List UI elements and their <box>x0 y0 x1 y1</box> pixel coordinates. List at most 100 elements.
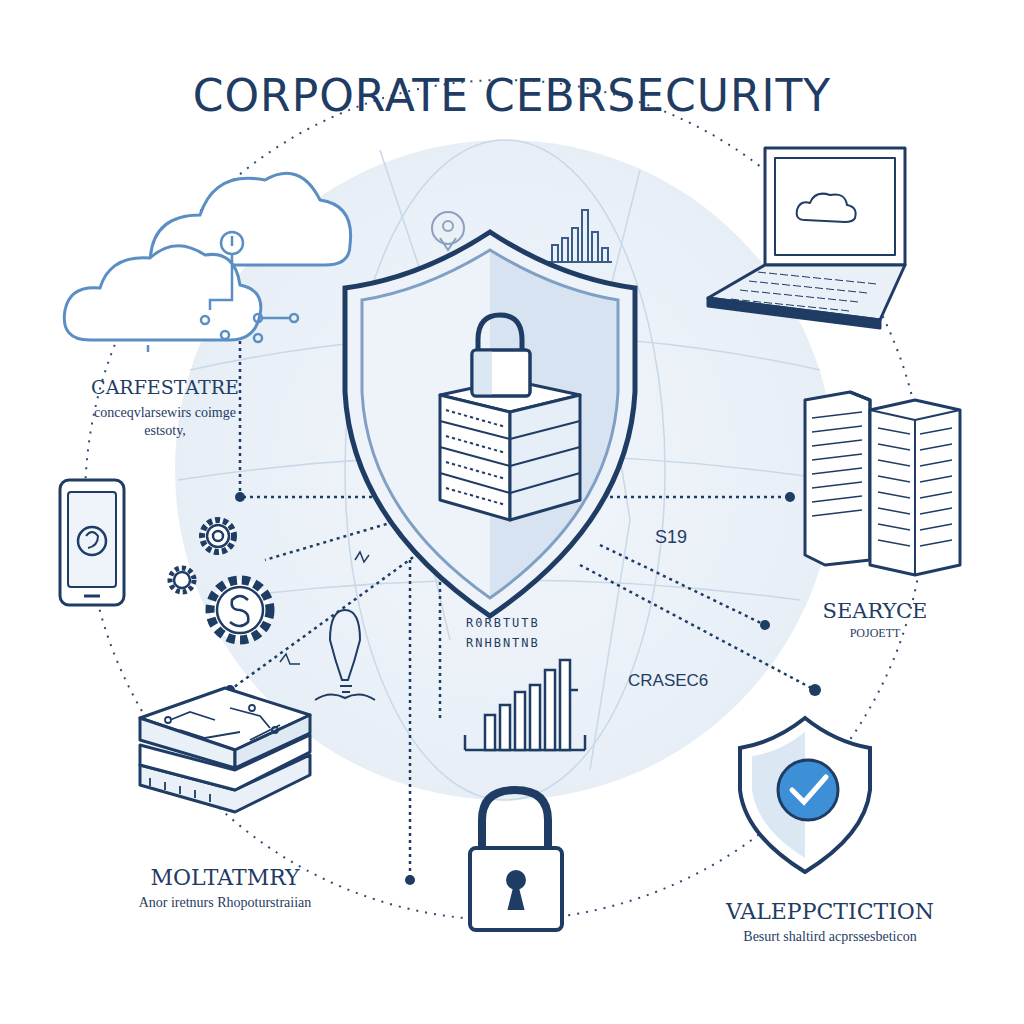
detail-stroke <box>751 291 759 292</box>
detail-stroke <box>510 473 580 493</box>
detail-stroke <box>494 424 497 425</box>
detail-stroke <box>777 314 785 315</box>
detail-stroke <box>808 307 816 308</box>
link-lines <box>230 320 815 880</box>
detail-stroke <box>488 448 491 449</box>
detail-stroke <box>764 302 772 303</box>
detail-stroke <box>482 498 485 499</box>
tiny-text: R0RBTUTB <box>466 616 586 631</box>
laptop-keys <box>722 272 876 320</box>
detail-stroke <box>470 443 473 444</box>
detail-stroke <box>740 290 748 291</box>
detail-stroke <box>878 460 910 466</box>
callout-number: S19 <box>655 526 705 549</box>
detail-stroke <box>799 316 807 317</box>
section-heading: MOLTATMRY <box>110 864 340 892</box>
detail-stroke <box>452 438 455 439</box>
detail-stroke <box>464 493 467 494</box>
detail-stroke <box>788 315 796 316</box>
detail-stroke <box>813 278 821 279</box>
detail-stroke <box>817 298 825 299</box>
detail-stroke <box>464 467 467 468</box>
tiny-text: RNHBNTNB <box>466 636 586 651</box>
detail-stroke <box>920 492 952 498</box>
board-traces <box>0 700 280 802</box>
detail-stroke <box>464 415 467 416</box>
detail-stroke <box>920 428 952 434</box>
detail-stroke <box>812 510 862 516</box>
detail-stroke <box>920 444 952 450</box>
detail-stroke <box>470 495 473 496</box>
section-heading: SEARYCE <box>780 598 970 624</box>
cloud-icon <box>64 173 350 340</box>
detail-stroke <box>470 469 473 470</box>
detail-stroke <box>476 419 479 420</box>
detail-stroke <box>458 465 461 466</box>
detail-stroke <box>500 477 503 478</box>
detail-stroke <box>830 309 838 310</box>
pin-icon <box>432 212 464 250</box>
detail-stroke <box>806 297 814 298</box>
bar-chart <box>465 660 585 750</box>
detail-stroke <box>742 300 750 301</box>
cloud-power <box>148 232 298 352</box>
detail-stroke <box>769 273 777 274</box>
title: CORPORATE CEBRSECURITY <box>112 68 912 123</box>
detail-stroke <box>828 299 836 300</box>
detail-stroke <box>749 281 757 282</box>
section-heading: VALEPPCTICTION <box>700 898 960 926</box>
detail-stroke <box>446 410 449 411</box>
detail-stroke <box>446 436 449 437</box>
detail-stroke <box>446 488 449 489</box>
detail-stroke <box>812 468 862 474</box>
laptop-icon <box>708 148 905 328</box>
detail-stroke <box>821 318 829 319</box>
server-slots <box>812 412 952 546</box>
padlock-icon <box>470 790 562 930</box>
detail-stroke <box>755 311 763 312</box>
detail-stroke <box>826 289 834 290</box>
detail-stroke <box>500 425 503 426</box>
detail-stroke <box>446 462 449 463</box>
detail-stroke <box>440 447 510 466</box>
top-chart <box>545 210 612 262</box>
detail-stroke <box>802 276 810 277</box>
detail-stroke <box>782 284 790 285</box>
detail-stroke <box>839 300 847 301</box>
detail-stroke <box>920 540 952 546</box>
detail-stroke <box>500 503 503 504</box>
circuit-board <box>140 688 310 812</box>
detail-stroke <box>878 492 910 498</box>
detail-stroke <box>859 292 867 293</box>
bulb-icon <box>315 610 375 700</box>
detail-stroke <box>878 508 910 514</box>
detail-stroke <box>850 301 858 302</box>
detail-stroke <box>482 420 485 421</box>
detail-stroke <box>848 291 856 292</box>
detail-stroke <box>878 476 910 482</box>
detail-stroke <box>878 540 910 546</box>
detail-stroke <box>771 283 779 284</box>
check-shield <box>740 718 870 872</box>
detail-stroke <box>795 296 803 297</box>
detail-stroke <box>868 283 876 284</box>
detail-stroke <box>819 308 827 309</box>
detail-stroke <box>812 440 862 446</box>
detail-stroke <box>488 422 491 423</box>
detail-stroke <box>846 281 854 282</box>
detail-stroke <box>878 428 910 434</box>
detail-stroke <box>722 308 730 309</box>
detail-stroke <box>452 490 455 491</box>
label-text: CRASEC6 <box>628 670 738 691</box>
detail-stroke <box>458 413 461 414</box>
detail-stroke <box>797 306 805 307</box>
detail-stroke <box>482 472 485 473</box>
detail-stroke <box>791 275 799 276</box>
detail-stroke <box>812 454 862 460</box>
detail-stroke <box>744 310 752 311</box>
detail-stroke <box>452 412 455 413</box>
detail-stroke <box>810 317 818 318</box>
detail-stroke <box>786 305 794 306</box>
detail-stroke <box>510 421 580 439</box>
detail-stroke <box>920 460 952 466</box>
